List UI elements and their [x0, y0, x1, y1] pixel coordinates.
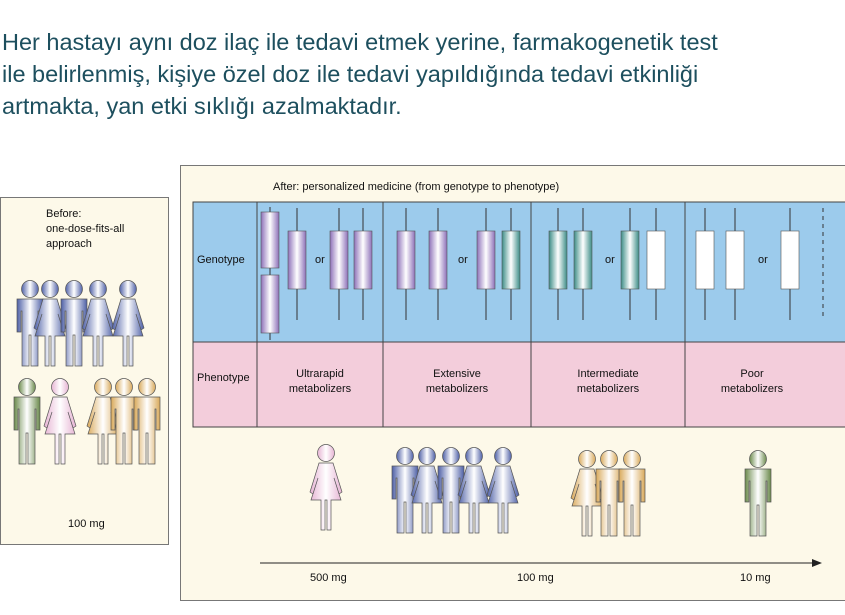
- allele: [353, 208, 373, 320]
- female-figure-icon: [486, 447, 520, 534]
- before-dose: 100 mg: [68, 518, 105, 530]
- phenotype-label: Phenotype: [197, 372, 250, 384]
- male-figure-icon: [618, 450, 646, 537]
- male-figure-icon: [110, 378, 138, 465]
- female-figure-icon: [309, 444, 343, 531]
- female-figure-icon: [43, 378, 77, 465]
- male-figure-icon: [16, 280, 44, 367]
- phenotype-line: Poor: [740, 368, 764, 380]
- before-title-line: Before:: [46, 208, 82, 220]
- male-figure-icon: [744, 450, 772, 537]
- before-title-line: one-dose-fits-all: [46, 223, 125, 235]
- before-title: Before: one-dose-fits-all approach: [46, 207, 124, 252]
- allele: [573, 208, 593, 320]
- phenotype-line: metabolizers: [425, 383, 489, 395]
- dose-100: 100 mg: [517, 572, 554, 584]
- allele-duplicated: [260, 207, 280, 340]
- or-label: or: [458, 254, 468, 266]
- female-figure-icon: [457, 447, 491, 534]
- male-figure-icon: [595, 450, 623, 537]
- phenotype-line: Extensive: [433, 368, 481, 380]
- phenotype-line: Ultrarapid: [296, 368, 344, 380]
- allele: [476, 208, 496, 320]
- allele: [428, 208, 448, 320]
- allele: [725, 208, 745, 320]
- after-title: After: personalized medicine (from genot…: [273, 181, 560, 193]
- male-figure-icon: [133, 378, 161, 465]
- phenotype-line: metabolizers: [720, 383, 784, 395]
- phenotype-row: [192, 341, 845, 428]
- or-label: or: [315, 254, 325, 266]
- phenotype-extensive: Extensive metabolizers: [383, 367, 531, 397]
- phenotype-line: Intermediate: [577, 368, 639, 380]
- allele: [620, 208, 640, 320]
- allele: [287, 208, 307, 320]
- before-panel: [0, 197, 169, 545]
- arrowhead-icon: [812, 559, 822, 567]
- allele: [646, 208, 666, 320]
- allele: [396, 208, 416, 320]
- allele: [501, 208, 521, 320]
- title-line: Her hastayı aynı doz ilaç ile tedavi etm…: [2, 29, 718, 55]
- slide-title: Her hastayı aynı doz ilaç ile tedavi etm…: [2, 26, 845, 122]
- phenotype-ultrarapid: Ultrarapid metabolizers: [257, 367, 383, 397]
- phenotype-intermediate: Intermediate metabolizers: [531, 367, 685, 397]
- male-figure-icon: [60, 280, 88, 367]
- dose-500: 500 mg: [310, 572, 347, 584]
- before-title-line: approach: [46, 238, 92, 250]
- title-line: ile belirlenmiş, kişiye özel doz ile ted…: [2, 61, 699, 87]
- male-figure-icon: [13, 378, 41, 465]
- allele: [780, 208, 800, 320]
- allele: [329, 208, 349, 320]
- dose-10: 10 mg: [740, 572, 771, 584]
- male-figure-icon: [437, 447, 465, 534]
- or-label: or: [758, 254, 768, 266]
- allele: [548, 208, 568, 320]
- phenotype-poor: Poor metabolizers: [685, 367, 819, 397]
- genotype-label: Genotype: [197, 254, 245, 266]
- phenotype-line: metabolizers: [288, 383, 352, 395]
- female-figure-icon: [111, 280, 145, 367]
- title-line: artmakta, yan etki sıklığı azalmaktadır.: [2, 93, 402, 119]
- allele: [695, 208, 715, 320]
- phenotype-line: metabolizers: [576, 383, 640, 395]
- or-label: or: [605, 254, 615, 266]
- female-figure-icon: [81, 280, 115, 367]
